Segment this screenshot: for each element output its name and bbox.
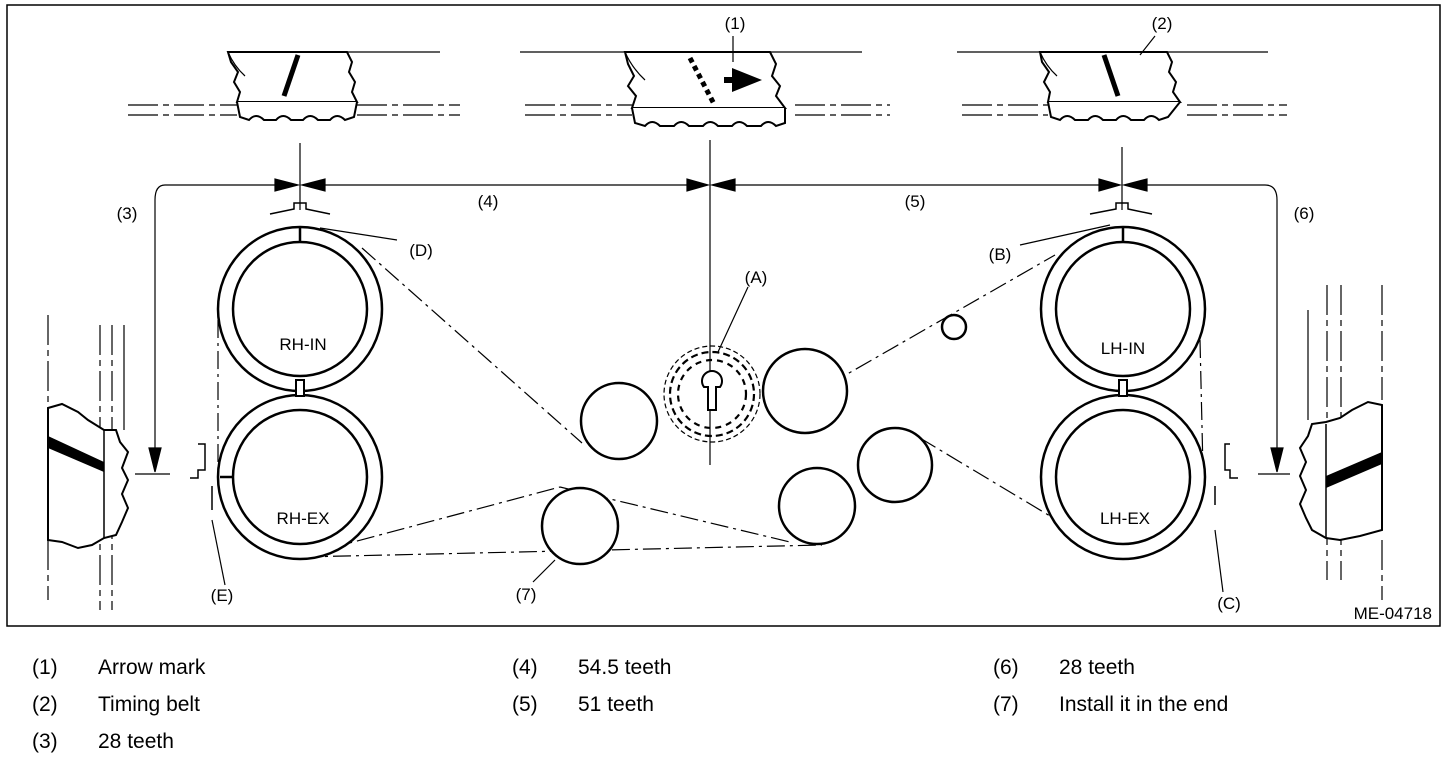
sprocket-label-lh-ex: LH-EX <box>1100 509 1150 528</box>
legend-text: Timing belt <box>98 693 200 716</box>
legend-number: (6) <box>993 656 1019 679</box>
callout-a: (A) <box>745 268 768 287</box>
legend-text: 51 teeth <box>578 693 654 716</box>
legend-number: (2) <box>32 693 58 716</box>
crank-sprocket <box>663 345 761 443</box>
figure-frame <box>6 4 1441 627</box>
timing-marks <box>190 202 1238 510</box>
sprocket-label-rh-ex: RH-EX <box>277 509 330 528</box>
callout-c: (C) <box>1217 594 1241 613</box>
callout-7: (7) <box>516 585 537 604</box>
sprocket-rh-in <box>216 225 384 393</box>
callout-6: (6) <box>1294 204 1315 223</box>
legend: (1) Arrow mark (2) Timing belt (3) 28 te… <box>0 650 1456 760</box>
callout-3: (3) <box>117 204 138 223</box>
belt-detail-left <box>128 51 460 122</box>
timing-belt-diagram: RH-IN RH-EX LH-IN LH-EX <box>6 4 1442 628</box>
legend-text: 28 teeth <box>98 730 174 753</box>
legend-text: Arrow mark <box>98 656 206 679</box>
legend-number: (5) <box>512 693 538 716</box>
idler-pulleys <box>540 313 968 566</box>
sprocket-rh-ex <box>216 379 384 561</box>
sprocket-label-lh-in: LH-IN <box>1101 339 1145 358</box>
sprocket-label-rh-in: RH-IN <box>279 335 326 354</box>
sprocket-lh-in <box>1039 225 1207 393</box>
belt-detail-right <box>957 35 1287 122</box>
callout-1: (1) <box>725 14 746 33</box>
belt-detail-side-left <box>47 315 130 610</box>
legend-number: (1) <box>32 656 58 679</box>
legend-text: 54.5 teeth <box>578 656 672 679</box>
callout-b: (B) <box>989 245 1012 264</box>
legend-text: Install it in the end <box>1059 693 1229 716</box>
belt-detail-side-right <box>1298 285 1383 600</box>
legend-number: (7) <box>993 693 1019 716</box>
legend-number: (3) <box>32 730 58 753</box>
legend-number: (4) <box>512 656 538 679</box>
callout-4: (4) <box>478 192 499 211</box>
sprocket-lh-ex <box>1039 379 1207 561</box>
callout-5: (5) <box>905 192 926 211</box>
figure-code: ME-04718 <box>1354 604 1432 623</box>
callout-e: (E) <box>211 586 234 605</box>
legend-text: 28 teeth <box>1059 656 1135 679</box>
callout-2: (2) <box>1152 14 1173 33</box>
belt-detail-center <box>520 51 890 128</box>
leader-lines <box>211 36 1224 593</box>
callout-d: (D) <box>409 241 433 260</box>
